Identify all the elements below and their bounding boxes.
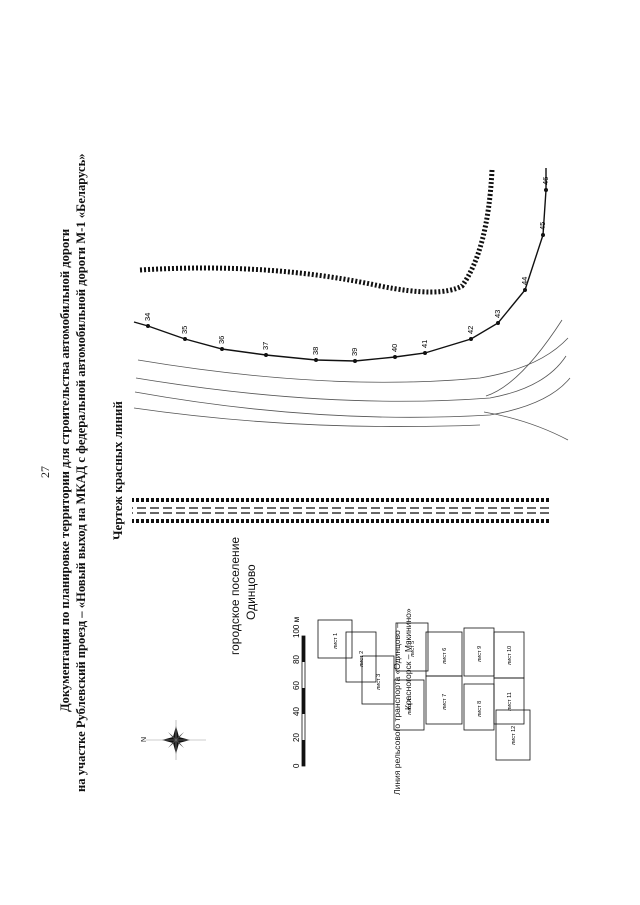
road-edge-3 — [134, 377, 571, 418]
scale-label: 60 — [292, 681, 301, 690]
road-edge-5 — [483, 411, 569, 441]
sheet-index-label: лист 6 — [442, 648, 448, 664]
red-line-point-marker — [496, 321, 500, 325]
red-line-path — [133, 168, 547, 362]
red-line-point-label: 40 — [390, 344, 399, 352]
road-edge-6 — [485, 319, 563, 397]
sheet-index-label: лист 9 — [477, 646, 483, 662]
scale-label: 20 — [292, 733, 301, 742]
scale-label: 100 м — [292, 617, 301, 638]
sheet-index-label: лист 7 — [442, 694, 448, 710]
red-line-point-label: 46 — [541, 177, 550, 185]
red-line-point-marker — [146, 324, 150, 328]
red-line-point-marker — [393, 355, 397, 359]
red-line-point-marker — [469, 337, 473, 341]
red-line-point-marker — [523, 288, 527, 292]
road-edge-1 — [137, 337, 569, 383]
sheet-index-cell — [345, 631, 377, 683]
scale-bar: 0 20 40 60 80 100 м — [292, 617, 306, 768]
red-line-point-label: 39 — [350, 348, 359, 356]
scale-label: 0 — [292, 763, 301, 768]
sheet-index-label: лист 4 — [407, 699, 413, 715]
red-line-point-marker — [423, 351, 427, 355]
sheet-index-label: лист 8 — [477, 701, 483, 717]
road-edge-2 — [135, 355, 567, 402]
red-line-point-marker — [544, 188, 548, 192]
scale-label: 40 — [292, 707, 301, 716]
red-line-point-label: 34 — [143, 313, 152, 321]
red-line-point-label: 35 — [180, 326, 189, 334]
red-line-point-label: 43 — [493, 310, 502, 318]
red-line-point-label: 38 — [311, 347, 320, 355]
red-line-point-label: 44 — [520, 277, 529, 285]
compass-rose-icon — [146, 720, 206, 760]
compass-north-label: N — [141, 737, 148, 742]
red-line-point-marker — [220, 347, 224, 351]
sheet-index-cell — [495, 709, 531, 761]
sheet-index-cell — [425, 675, 463, 725]
sheet-index-label: лист 3 — [376, 674, 382, 690]
sheet-index-label: лист 1 — [333, 633, 339, 649]
red-line-point-marker — [541, 233, 545, 237]
red-line-points: 34 35 36 37 38 39 40 41 42 43 44 45 46 — [143, 177, 550, 363]
road-edge-4 — [133, 407, 481, 427]
scale-labels: 0 20 40 60 80 100 м — [292, 617, 301, 768]
railway-corridor — [132, 498, 549, 523]
red-line-point-marker — [353, 359, 357, 363]
sheet-index-cell — [393, 679, 425, 731]
red-line-point-marker — [183, 337, 187, 341]
red-line-point-label: 41 — [420, 340, 429, 348]
sheet-index-cell — [493, 677, 525, 725]
scale-label: 80 — [292, 655, 301, 664]
sheet-index-cell — [395, 622, 429, 672]
outer-dashed-boundary — [139, 169, 495, 295]
sheet-index-cell — [317, 619, 353, 659]
sheet-index-label: лист 12 — [511, 726, 517, 745]
red-line-point-label: 37 — [261, 342, 270, 350]
sheet-index-label: лист 10 — [507, 646, 513, 665]
red-line-point-label: 42 — [466, 326, 475, 334]
sheet-index-label: лист 11 — [507, 692, 513, 711]
sheet-index-label: лист 5 — [410, 641, 416, 657]
road-edge-lines — [133, 319, 571, 441]
red-line-point-marker — [314, 358, 318, 362]
red-line-point-marker — [264, 353, 268, 357]
red-line-point-label: 45 — [538, 222, 547, 230]
red-line-point-label: 36 — [217, 336, 226, 344]
